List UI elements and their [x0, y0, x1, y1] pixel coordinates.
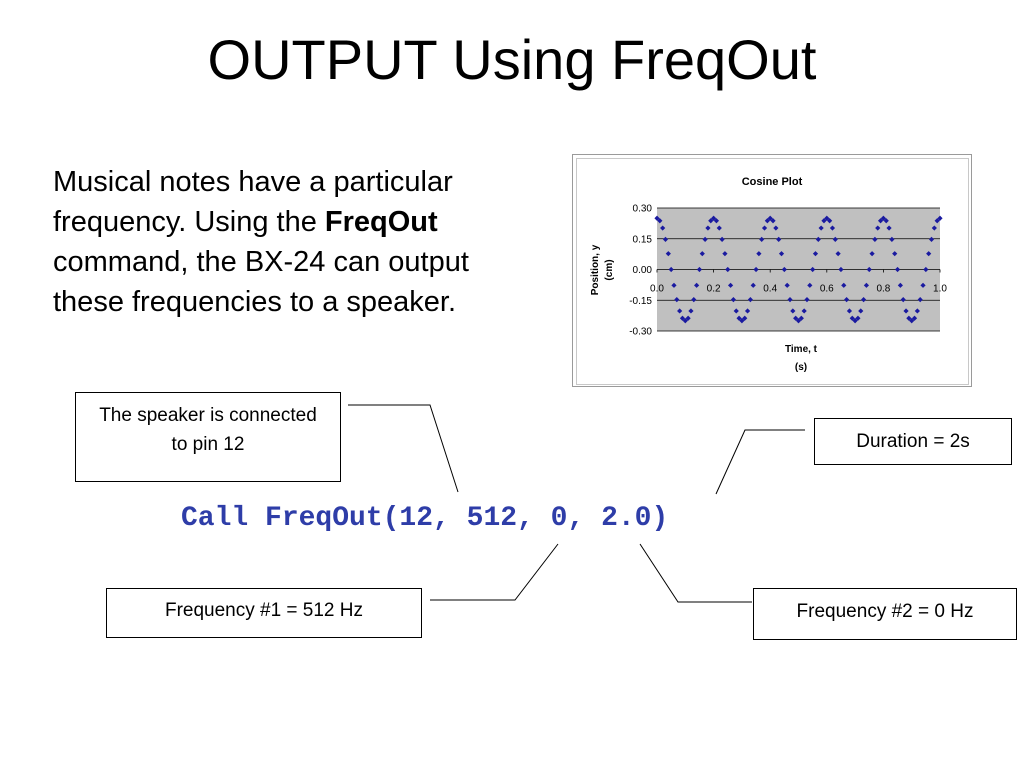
y-axis-label-line2: (cm) — [604, 259, 615, 280]
data-point — [716, 225, 722, 231]
data-point — [764, 218, 770, 224]
data-point — [875, 225, 881, 231]
data-point — [736, 315, 742, 321]
cosine-chart: Cosine Plot 0.30 0.15 0.00 -0.15 -0.30 0.0 0.2… — [572, 154, 972, 387]
data-point — [827, 218, 833, 224]
data-point — [934, 218, 940, 224]
x-tick-label: 0.2 — [707, 284, 721, 295]
data-point — [869, 251, 875, 257]
data-point — [937, 215, 943, 221]
chart-svg: Cosine Plot 0.30 0.15 0.00 -0.15 -0.30 0.0 0.2… — [590, 176, 947, 373]
data-point — [926, 251, 932, 257]
x-tick-label: 0.8 — [876, 284, 890, 295]
data-point — [679, 315, 686, 321]
data-point — [713, 218, 720, 224]
data-point — [849, 315, 855, 321]
data-point — [665, 251, 671, 257]
data-point — [668, 266, 674, 273]
data-point — [829, 225, 836, 231]
data-point — [685, 315, 691, 321]
callout-freq2: Frequency #2 = 0 Hz — [753, 588, 1017, 640]
data-point — [920, 282, 926, 288]
connector-freq2 — [639, 543, 752, 603]
y-tick-label: 0.30 — [633, 204, 653, 215]
data-point — [872, 236, 878, 242]
slide-title: OUTPUT Using FreqOut — [207, 28, 817, 91]
body-text-part-2: command, the BX-24 can output these freq… — [53, 246, 469, 318]
data-point — [894, 266, 901, 273]
y-tick-label: -0.15 — [629, 296, 652, 307]
data-point — [877, 218, 884, 224]
data-point — [846, 308, 853, 314]
data-point — [753, 266, 759, 273]
data-point — [838, 266, 844, 273]
data-point — [855, 315, 861, 321]
data-point — [880, 215, 886, 221]
data-point — [923, 266, 929, 273]
body-text-bold-freqout: FreqOut — [324, 206, 438, 238]
callout-freq1: Frequency #1 = 512 Hz — [106, 588, 422, 638]
callout-duration: Duration = 2s — [814, 418, 1012, 465]
connector-freq1 — [430, 543, 559, 601]
data-point — [909, 318, 915, 324]
data-point — [711, 215, 717, 221]
data-point — [725, 266, 731, 273]
data-point — [810, 266, 816, 273]
data-point — [705, 225, 711, 231]
x-axis-label-line2: (s) — [795, 362, 807, 373]
data-point — [781, 266, 787, 273]
data-point — [776, 236, 782, 242]
body-paragraph: Musical notes have a particular frequenc… — [53, 162, 543, 322]
data-point — [928, 236, 935, 242]
data-point — [931, 225, 937, 231]
data-point — [892, 251, 898, 257]
y-tick-label: -0.30 — [629, 327, 652, 338]
data-point — [906, 315, 912, 321]
callout-pin: The speaker is connected to pin 12 — [75, 392, 341, 482]
data-point — [719, 236, 725, 242]
data-point — [886, 225, 892, 231]
x-tick-label: 1.0 — [933, 284, 947, 295]
data-point — [657, 218, 663, 224]
y-tick-label: 0.15 — [633, 234, 653, 245]
chart-title: Cosine Plot — [742, 176, 803, 188]
data-point — [917, 297, 923, 303]
data-point — [866, 266, 872, 273]
data-point — [900, 297, 906, 303]
data-point — [863, 282, 870, 288]
data-point — [903, 308, 909, 314]
data-point — [696, 266, 703, 273]
data-point — [818, 225, 824, 231]
y-axis-label-line1: Position, y — [590, 244, 601, 295]
data-point — [832, 236, 838, 242]
connector-pin — [348, 404, 459, 493]
data-point — [883, 218, 889, 224]
data-point — [911, 315, 918, 321]
data-point — [756, 251, 762, 257]
data-point — [739, 318, 745, 324]
data-point — [835, 251, 841, 257]
data-point — [773, 225, 779, 231]
x-tick-label: 0.4 — [763, 284, 777, 295]
data-point — [654, 215, 660, 221]
chart-border — [576, 158, 969, 385]
data-point — [662, 236, 669, 242]
data-point — [682, 318, 688, 324]
x-tick-label: 0.6 — [820, 284, 834, 295]
x-tick-label: 0.0 — [650, 284, 664, 295]
data-point — [860, 297, 867, 303]
data-point — [889, 236, 895, 242]
data-point — [852, 318, 858, 324]
y-tick-label: 0.00 — [633, 265, 653, 276]
connector-duration — [715, 429, 805, 495]
freqout-code-line: Call FreqOut(12, 512, 0, 2.0) — [181, 503, 669, 534]
data-point — [815, 236, 821, 242]
data-point — [841, 282, 847, 288]
body-text-part-1: Musical notes have a particular frequenc… — [53, 166, 453, 238]
data-point — [795, 318, 802, 324]
x-axis-label-line1: Time, t — [785, 344, 818, 355]
